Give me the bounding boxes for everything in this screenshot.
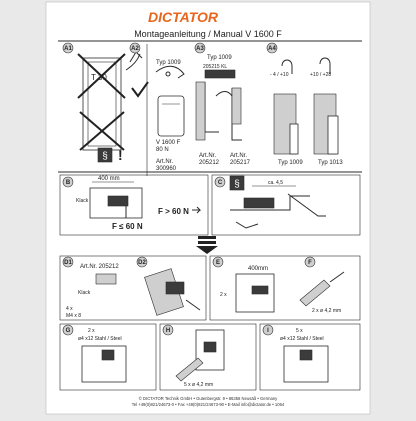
section-h-frame xyxy=(159,323,257,391)
footer-address: © DICTATOR Technik GmbH • Gutenbergstr. … xyxy=(139,396,278,401)
svg-text:5 x: 5 x xyxy=(296,328,303,334)
svg-text:400 mm: 400 mm xyxy=(98,176,120,182)
svg-text:Art.Nr. 205212: Art.Nr. 205212 xyxy=(80,264,119,270)
svg-text:M4 x 8: M4 x 8 xyxy=(66,313,81,319)
svg-text:H: H xyxy=(166,328,170,334)
drill-drawing xyxy=(175,357,204,382)
svg-text:80 N: 80 N xyxy=(156,147,169,153)
svg-text:D2: D2 xyxy=(138,260,146,266)
svg-text:Art.Nr.: Art.Nr. xyxy=(199,153,216,159)
svg-text:I: I xyxy=(267,328,269,334)
paragraph-icon xyxy=(229,175,245,191)
paragraph-icon xyxy=(97,147,113,163)
bracket-drawing xyxy=(204,69,236,79)
svg-text:205215 KL: 205215 KL xyxy=(203,64,227,70)
svg-text:F: F xyxy=(308,260,312,266)
svg-text:A4: A4 xyxy=(268,46,276,52)
section-b: B 400 mm Klack F > 60 N F ≤ 60 N xyxy=(62,176,202,231)
section-i: I 5 x ø4 x12 Stahl / Steel xyxy=(262,324,329,383)
svg-text:2 x ø 4,2 mm: 2 x ø 4,2 mm xyxy=(312,308,341,314)
svg-text:ca. 4,5: ca. 4,5 xyxy=(268,180,283,186)
svg-text:Art.Nr.: Art.Nr. xyxy=(156,159,173,165)
section-i-frame xyxy=(259,323,361,391)
svg-text:E: E xyxy=(216,260,220,266)
section-e: E 400mm 2 x xyxy=(212,256,275,313)
section-g: G 2 x ø4 x12 Stahl / Steel xyxy=(62,324,127,383)
section-d2: D2 xyxy=(136,256,201,316)
section-d1: D1 Art.Nr. 205212 Klack 4 x M4 x 8 xyxy=(62,256,119,319)
svg-text:Typ 1009: Typ 1009 xyxy=(207,55,232,61)
svg-text:Typ 1013: Typ 1013 xyxy=(318,160,343,166)
svg-text:F > 60 N: F > 60 N xyxy=(158,207,189,216)
svg-text:205217: 205217 xyxy=(230,160,251,166)
svg-text:2 x: 2 x xyxy=(220,292,227,298)
closer-arm-drawing xyxy=(155,65,185,79)
svg-text:+10 / +28: +10 / +28 xyxy=(310,72,331,78)
section-a1-label: A1 xyxy=(64,46,72,52)
section-a1: A1 T 30 § ! xyxy=(62,42,149,163)
svg-text:Typ 1009: Typ 1009 xyxy=(278,160,303,166)
footer-contact: Tel +49(0)821/24673-0 • Fax +49(0)821/24… xyxy=(132,402,285,407)
svg-text:C: C xyxy=(218,180,223,186)
svg-text:Klack: Klack xyxy=(78,290,91,296)
svg-text:ø4 x12 Stahl / Steel: ø4 x12 Stahl / Steel xyxy=(280,336,324,342)
checkmark-icon xyxy=(131,81,149,98)
svg-text:4 x: 4 x xyxy=(66,306,73,312)
svg-text:300960: 300960 xyxy=(156,166,177,172)
section-h: H 5 x ø 4,2 mm xyxy=(162,324,225,388)
brand-logo: DICTATOR xyxy=(148,9,219,25)
svg-text:Typ 1009: Typ 1009 xyxy=(156,60,181,66)
svg-text:2 x: 2 x xyxy=(88,328,95,334)
drill-drawing xyxy=(299,279,331,307)
section-c-frame xyxy=(211,174,361,236)
page-title: Montageanleitung / Manual V 1600 F xyxy=(134,29,282,39)
svg-text:ø4 x12 Stahl / Steel: ø4 x12 Stahl / Steel xyxy=(78,336,122,342)
section-e-frame xyxy=(209,255,361,321)
closer-body-drawing xyxy=(157,95,185,137)
svg-text:A2: A2 xyxy=(131,46,139,52)
svg-text:Klack: Klack xyxy=(76,198,89,204)
svg-text:B: B xyxy=(66,180,71,186)
svg-text:§: § xyxy=(102,151,108,162)
svg-text:5 x ø 4,2 mm: 5 x ø 4,2 mm xyxy=(184,382,213,388)
section-a2: A2 Typ 1009 V 1600 F 80 N Art.Nr. 300960 xyxy=(129,42,185,176)
svg-text:Art.Nr.: Art.Nr. xyxy=(230,153,247,159)
section-c: C § ca. 4,5 xyxy=(214,175,326,229)
section-d-frame xyxy=(59,255,207,321)
svg-text:§: § xyxy=(234,179,240,190)
section-f: F 2 x ø 4,2 mm xyxy=(299,256,345,314)
section-a4: A4 - 4 / +10 +10 / +28 Typ 1009 Typ 1013 xyxy=(266,42,343,166)
section-b-frame xyxy=(59,174,209,236)
section-a3: A3 Typ 1009 205215 KL Art.Nr. 205212 Art… xyxy=(194,42,251,166)
arrow-down-icon xyxy=(196,236,218,254)
svg-text:400mm: 400mm xyxy=(248,266,268,272)
svg-text:F ≤ 60 N: F ≤ 60 N xyxy=(112,222,143,231)
door-frame-drawing xyxy=(82,57,122,151)
svg-text:D1: D1 xyxy=(64,260,72,266)
svg-text:A3: A3 xyxy=(196,46,204,52)
svg-text:!: ! xyxy=(118,147,123,163)
section-g-frame xyxy=(59,323,157,391)
svg-text:205212: 205212 xyxy=(199,160,220,166)
svg-text:G: G xyxy=(66,328,71,334)
svg-text:- 4 / +10: - 4 / +10 xyxy=(270,72,289,78)
svg-text:V 1600 F: V 1600 F xyxy=(156,140,181,146)
screwdriver-drawing xyxy=(235,221,259,229)
